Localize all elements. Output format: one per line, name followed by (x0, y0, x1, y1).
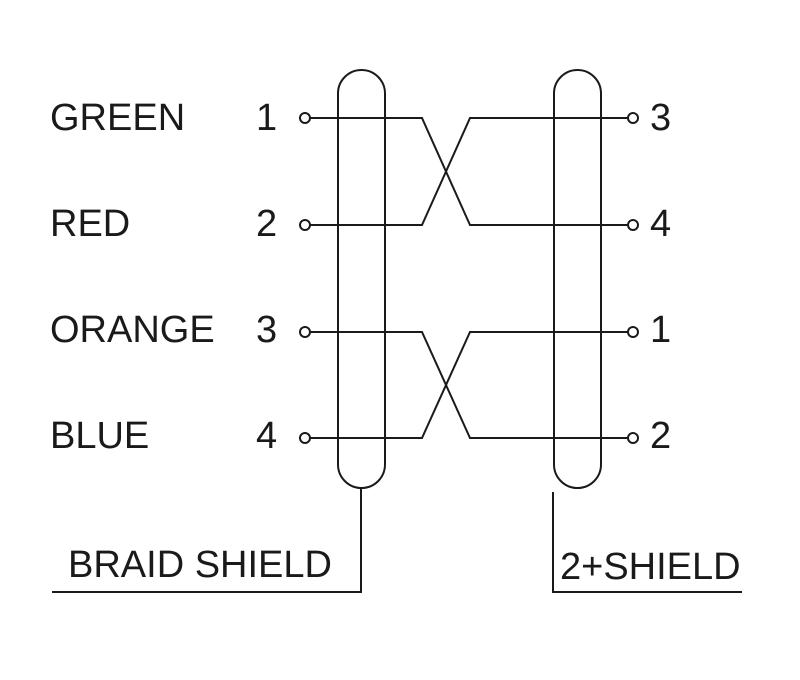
wire-left2-to-right3 (310, 117, 628, 226)
left-pin-number-1: 1 (256, 97, 277, 139)
right-shield-label: 2+SHIELD (560, 546, 741, 588)
left-pin-terminal-4 (299, 432, 311, 444)
left-color-label-4: BLUE (50, 415, 149, 457)
left-pin-terminal-2 (299, 219, 311, 231)
left-color-label-2: RED (50, 203, 130, 245)
right-pin-number-2: 4 (650, 203, 671, 245)
left-color-label-3: ORANGE (50, 309, 215, 351)
right-pin-terminal-3 (627, 326, 639, 338)
left-pin-number-4: 4 (256, 415, 277, 457)
left-pin-number-3: 3 (256, 309, 277, 351)
wire-left1-to-right4 (310, 117, 628, 226)
right-pin-terminal-1 (627, 112, 639, 124)
right-shield-lead (552, 492, 742, 593)
right-shield-tube (553, 69, 602, 489)
right-pin-terminal-2 (627, 219, 639, 231)
left-shield-label: BRAID SHIELD (68, 544, 332, 586)
right-pin-number-1: 3 (650, 97, 671, 139)
left-color-label-1: GREEN (50, 97, 185, 139)
left-pin-terminal-1 (299, 112, 311, 124)
right-pin-number-3: 1 (650, 309, 671, 351)
left-shield-tube (337, 69, 386, 489)
right-pin-terminal-4 (627, 432, 639, 444)
left-shield-lead (52, 488, 362, 593)
right-pin-number-4: 2 (650, 415, 671, 457)
wire-left3-to-right2 (310, 331, 628, 439)
left-pin-terminal-3 (299, 326, 311, 338)
left-pin-number-2: 2 (256, 203, 277, 245)
wire-left4-to-right1 (310, 331, 628, 439)
